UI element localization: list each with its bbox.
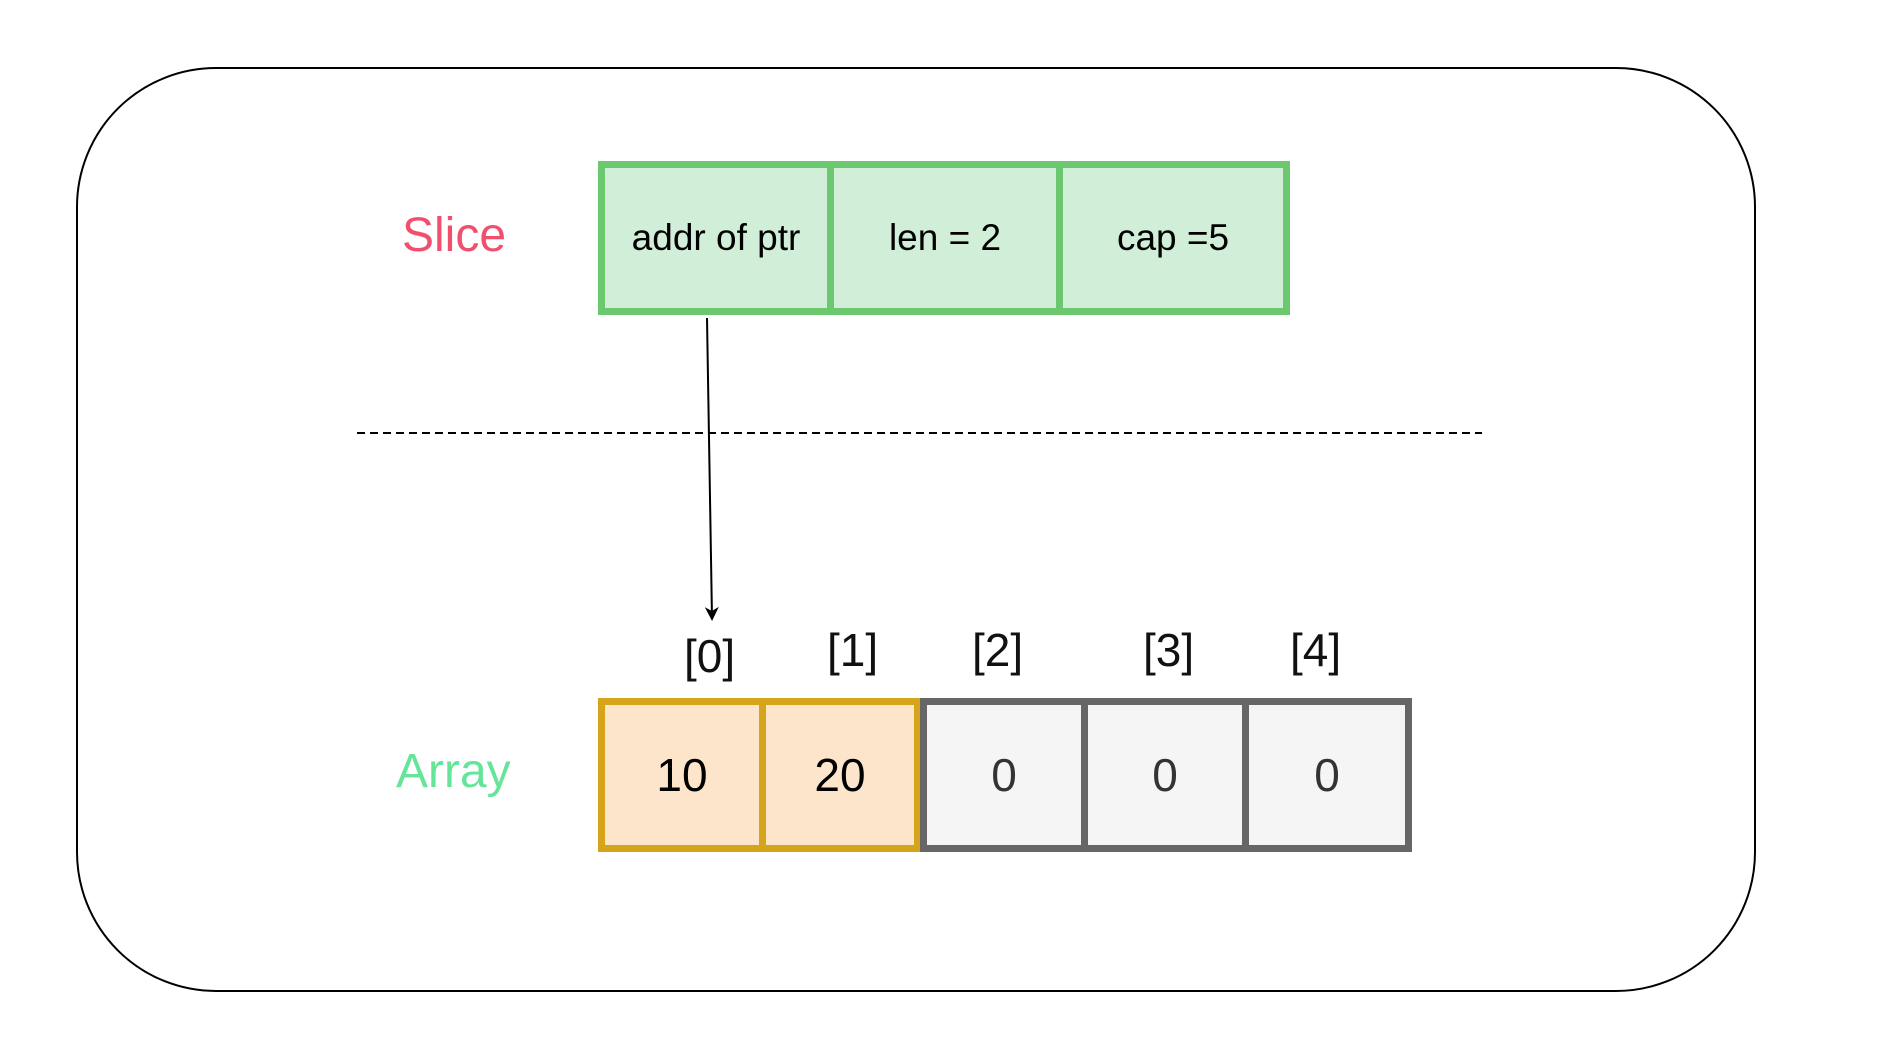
diagram-frame xyxy=(76,67,1756,992)
array-index-2: [2] xyxy=(972,624,1024,676)
pointer-arrow xyxy=(704,317,719,621)
slice-field-cap: cap =5 xyxy=(1056,161,1290,315)
array-index-4: [4] xyxy=(1290,624,1342,676)
array-index-1: [1] xyxy=(827,624,879,676)
slice-label: Slice xyxy=(402,209,507,262)
slice-field-len: len = 2 xyxy=(827,161,1063,315)
array-cell-4: 0 xyxy=(1242,698,1412,852)
array-cell-1: 20 xyxy=(759,698,921,852)
array-cell-0: 10 xyxy=(598,698,766,852)
array-label: Array xyxy=(396,745,511,798)
array-cell-2: 0 xyxy=(920,698,1088,852)
slice-field-addr: addr of ptr xyxy=(598,161,834,315)
array-index-0: [0] xyxy=(684,630,736,682)
array-index-3: [3] xyxy=(1143,624,1195,676)
array-cell-3: 0 xyxy=(1081,698,1249,852)
